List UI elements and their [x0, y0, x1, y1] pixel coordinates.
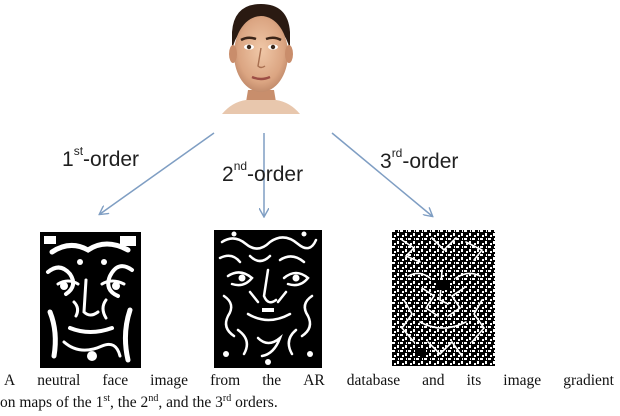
label-1st-order: 1st-order: [62, 144, 140, 171]
caption-word: the: [262, 372, 282, 389]
caption-word: and: [422, 372, 445, 389]
face-photo: [222, 2, 300, 114]
label-3rd-order: 3rd-order: [380, 146, 459, 173]
face-photo-svg: [222, 2, 300, 114]
figure: 1st-order 2nd-order 3rd-order: [0, 2, 620, 368]
caption-word: database: [346, 372, 401, 389]
caption-line-2: on maps of the 1st, the 2nd, and the 3rd…: [0, 392, 278, 411]
caption-word: image: [503, 372, 542, 389]
caption-word: A: [4, 372, 16, 389]
label-2nd-order: 2nd-order: [222, 159, 304, 186]
caption-word: AR: [303, 372, 325, 389]
gradient-map-3rd-order: [392, 230, 495, 366]
caption-word: face: [102, 372, 129, 389]
caption-word: its: [466, 372, 482, 389]
gradient-map-2nd-order-svg: [214, 230, 322, 368]
gradient-map-1st-order-svg: [40, 232, 141, 368]
caption-word: gradient: [563, 372, 614, 389]
caption-word: from: [210, 372, 241, 389]
gradient-map-1st-order: [40, 232, 141, 368]
gradient-map-3rd-order-svg: [392, 230, 495, 366]
arrow-3rd-order: [331, 132, 432, 216]
figure-caption: A neutral face image from the AR databas…: [0, 370, 620, 414]
gradient-map-2nd-order: [214, 230, 322, 368]
caption-word: image: [150, 372, 189, 389]
caption-word: neutral: [37, 372, 81, 389]
arrows-layer: [0, 132, 620, 368]
arrow-1st-order: [100, 132, 215, 214]
caption-line-1: A neutral face image from the AR databas…: [0, 370, 620, 392]
